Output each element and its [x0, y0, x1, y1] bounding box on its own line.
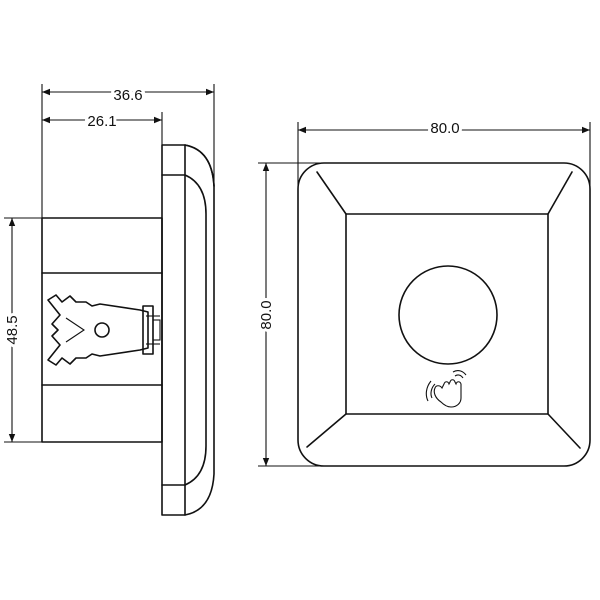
- bevel-bottom-right: [547, 413, 581, 449]
- wave-hand-icon: [425, 370, 467, 408]
- front-inner-square: [345, 213, 549, 415]
- mounting-clip: [47, 294, 161, 366]
- bevel-top-left: [316, 171, 347, 215]
- bevel-bottom-left: [306, 413, 347, 448]
- front-view: 80.0 80.0: [255, 117, 591, 467]
- dim-front-height: 80.0: [258, 300, 275, 329]
- bevel-top-right: [547, 171, 573, 215]
- front-outer-plate: [297, 162, 591, 467]
- side-plate-bevel: [184, 174, 207, 486]
- clip-small-tab: [152, 319, 161, 341]
- clip-body: [47, 294, 149, 366]
- side-plate-top-curve: [184, 144, 215, 187]
- clip-inner-v: [65, 317, 85, 343]
- dim-body-depth: 26.1: [87, 113, 116, 130]
- dim-body-height: 48.5: [4, 315, 21, 344]
- dim-front-width: 80.0: [430, 120, 459, 137]
- side-view: 36.6 26.1 48.5: [1, 84, 215, 516]
- dim-overall-depth: 36.6: [113, 87, 142, 104]
- side-body-outline: [41, 217, 163, 443]
- sensor-lens: [398, 265, 498, 365]
- clip-screw-hole: [94, 322, 110, 338]
